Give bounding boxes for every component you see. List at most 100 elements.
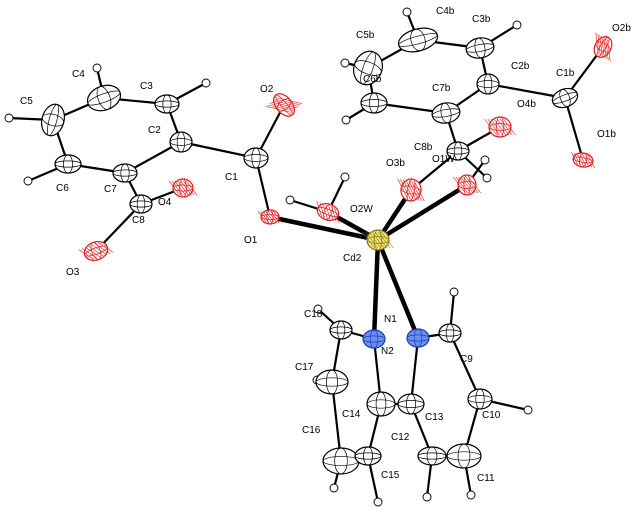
atom-C2 — [169, 131, 193, 153]
metal-bond-Cd2-N1 — [375, 237, 421, 341]
atom-C7b — [431, 102, 461, 124]
hydrogen-H-C12 — [422, 492, 432, 502]
label-C13: C13 — [425, 412, 444, 423]
label-O4b: O4b — [517, 99, 536, 110]
hydrogen-H-C15 — [373, 497, 383, 507]
label-C3b: C3b — [472, 14, 491, 25]
label-C4: C4 — [72, 69, 85, 80]
atom-C1b — [551, 87, 579, 109]
label-C10: C10 — [482, 410, 501, 421]
label-C7b: C7b — [432, 83, 451, 94]
label-C7: C7 — [104, 184, 117, 195]
label-C6b: C6b — [363, 74, 382, 85]
hydrogen-H-C6b — [341, 115, 351, 125]
atom-C6b — [360, 92, 388, 114]
hydrogen-H-C5b — [340, 58, 350, 68]
hydrogen-H-O2Wb — [285, 195, 295, 205]
atom-O1b — [571, 152, 595, 168]
hydrogen-H-C9 — [449, 287, 459, 297]
atom-O4 — [168, 178, 198, 198]
atom-C8b — [446, 141, 470, 161]
label-Cd2: Cd2 — [343, 253, 362, 264]
hydrogen-H-C16 — [329, 483, 339, 493]
atom-C3 — [154, 94, 180, 114]
hydrogen-H-C3 — [201, 78, 211, 88]
label-O1b: O1b — [597, 129, 616, 140]
label-C5b: C5b — [356, 30, 375, 41]
hydrogen-H-O1W — [480, 155, 490, 165]
atom-C6 — [54, 154, 82, 174]
label-O2: O2 — [260, 84, 274, 95]
atom-C14 — [366, 391, 396, 417]
hydrogen-H-C5 — [4, 113, 14, 123]
hydrogen-H-C6 — [23, 176, 33, 186]
atom-C10 — [467, 388, 493, 410]
atom-O3b — [397, 178, 425, 202]
label-O2W: O2W — [350, 204, 373, 215]
label-C16: C16 — [302, 425, 321, 436]
label-C3: C3 — [140, 81, 153, 92]
atom-C7 — [112, 163, 138, 183]
label-N1: N1 — [384, 314, 397, 325]
label-C8b: C8b — [414, 142, 433, 153]
atom-C15 — [354, 446, 382, 466]
label-C1: C1 — [225, 172, 238, 183]
hydrogen-H-C11 — [466, 490, 476, 500]
atom-C3b — [465, 37, 495, 59]
atom-C13 — [397, 393, 425, 415]
metal-bond-Cd2-O1 — [267, 214, 381, 243]
label-C6: C6 — [56, 183, 69, 194]
atom-C16 — [322, 447, 360, 475]
bond-C2b-C1b — [486, 82, 567, 100]
label-O1W: O1W — [432, 154, 455, 165]
hydrogen-H-C18 — [313, 304, 323, 314]
atom-C5b — [353, 50, 383, 86]
label-C2b: C2b — [511, 61, 530, 72]
label-C11: C11 — [477, 473, 495, 484]
label-C17: C17 — [295, 362, 314, 373]
atom-C18 — [329, 320, 353, 340]
bond-C10-C9 — [448, 331, 482, 401]
atom-C9 — [438, 323, 462, 343]
atom-O2 — [266, 93, 302, 117]
atom-O3 — [78, 240, 114, 262]
label-C4b: C4b — [436, 6, 455, 17]
metal-bond-Cd2-O1W — [375, 182, 470, 243]
label-C1b: C1b — [556, 68, 575, 79]
label-C2: C2 — [148, 125, 161, 136]
bond-N1-C13 — [409, 336, 420, 406]
label-N2: N2 — [381, 346, 394, 357]
hydrogen-H-C10 — [523, 405, 533, 415]
hydrogen-H-C4 — [92, 63, 102, 73]
atom-C4b — [397, 27, 439, 53]
atom-O1W — [453, 174, 481, 196]
atom-C1 — [243, 147, 269, 169]
atom-O1 — [257, 209, 283, 225]
atom-C2b — [476, 73, 500, 95]
atom-N1 — [406, 328, 430, 348]
atom-C4 — [86, 84, 122, 112]
label-C8: C8 — [132, 215, 145, 226]
atom-C17 — [315, 369, 349, 395]
label-O4: O4 — [158, 197, 172, 208]
bond-C2-C1 — [179, 140, 258, 160]
atom-C12 — [417, 446, 447, 466]
label-O1: O1 — [244, 235, 258, 246]
atom-layer — [4, 7, 613, 507]
atom-O2W — [316, 201, 340, 223]
label-O2b: O2b — [612, 23, 631, 34]
atom-N2 — [362, 329, 386, 349]
hydrogen-H-C8b — [482, 173, 492, 183]
bond-C1b-O1b — [563, 96, 585, 162]
label-C12: C12 — [391, 432, 410, 443]
atom-O4b — [484, 116, 516, 138]
label-C18: C18 — [304, 309, 323, 320]
atom-Cd2 — [362, 229, 394, 251]
label-C9: C9 — [460, 354, 473, 365]
atom-C8 — [129, 194, 153, 214]
hydrogen-H-C4b — [402, 7, 412, 17]
hydrogen-H-O2Wa — [340, 172, 350, 182]
metal-bond-Cd2-N2 — [371, 237, 381, 342]
label-layer: C4b C3b C5b O2b C6b C2b C1b C7b O4b O1b … — [20, 6, 631, 484]
